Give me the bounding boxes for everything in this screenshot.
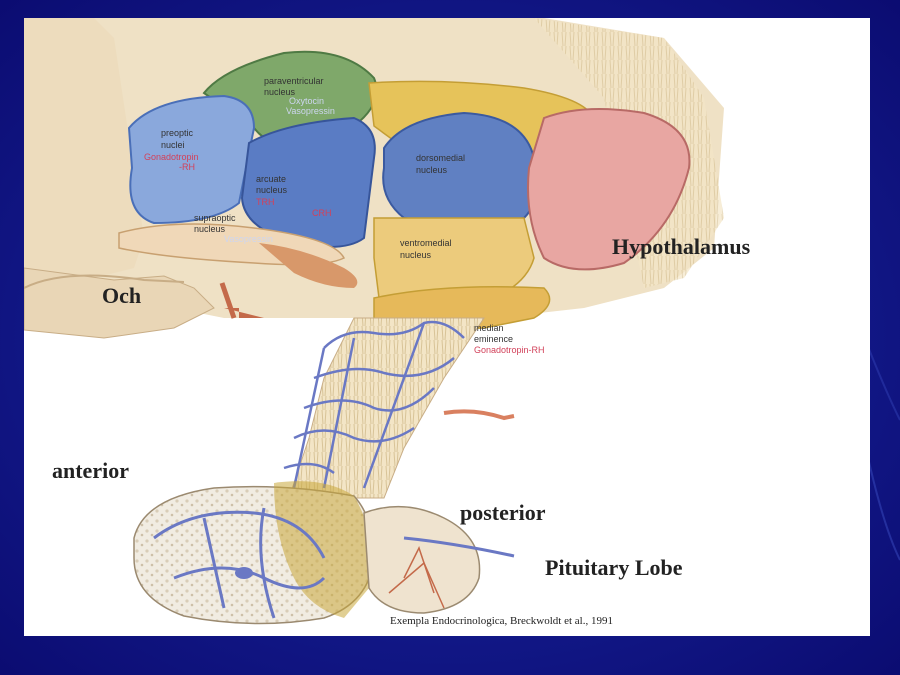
dorsomedial-label-l2: nucleus	[416, 165, 448, 175]
pituitary-lobe-label: Pituitary Lobe	[545, 555, 683, 580]
ventromedial-label-l2: nucleus	[400, 250, 432, 260]
anterior-label: anterior	[52, 458, 129, 483]
ventromedial-label-l1: ventromedial	[400, 238, 452, 248]
dorsomedial-label-l1: dorsomedial	[416, 153, 465, 163]
preoptic-label-l1: preoptic	[161, 128, 194, 138]
arcuate-label-l2: nucleus	[256, 185, 288, 195]
och-label: Och	[102, 283, 142, 308]
arcuate-hormone-l1: TRH	[256, 197, 275, 207]
supraoptic-label-l1: supraoptic	[194, 213, 236, 223]
preoptic-nuclei-shape	[127, 94, 256, 225]
arcuate-hormone-l2: CRH	[312, 208, 332, 218]
arcuate-label-l1: arcuate	[256, 174, 286, 184]
posterior-lobe	[363, 505, 481, 614]
pituitary-stalk	[288, 317, 485, 499]
median-eminence-label-l2: eminence	[474, 334, 513, 344]
hypothalamus-label: Hypothalamus	[612, 234, 751, 259]
hypothalamus-pink-nucleus-shape	[527, 108, 691, 271]
paraventricular-label-l1: paraventricular	[264, 76, 324, 86]
median-eminence-hormone: Gonadotropin-RH	[474, 345, 545, 355]
supraoptic-hormone: Vasopressin	[224, 234, 273, 244]
preoptic-hormone-l1: Gonadotropin	[144, 152, 199, 162]
supraoptic-label-l2: nucleus	[194, 224, 226, 234]
paraventricular-hormone-l2: Vasopressin	[286, 106, 335, 116]
preoptic-label-l2: nuclei	[161, 140, 185, 150]
portal-vessels	[283, 320, 465, 489]
paraventricular-hormone-l1: Oxytocin	[289, 96, 324, 106]
median-eminence-label-l1: median	[474, 323, 504, 333]
posterior-label: posterior	[460, 500, 546, 525]
citation-credit: Exempla Endocrinologica, Breckwoldt et a…	[390, 615, 613, 627]
hypothalamus-pituitary-illustration: paraventricular nucleus Oxytocin Vasopre…	[24, 18, 724, 625]
preoptic-hormone-l2: -RH	[179, 162, 195, 172]
dorsomedial-nucleus-shape	[382, 111, 539, 224]
paraventricular-label-l2: nucleus	[264, 87, 296, 97]
